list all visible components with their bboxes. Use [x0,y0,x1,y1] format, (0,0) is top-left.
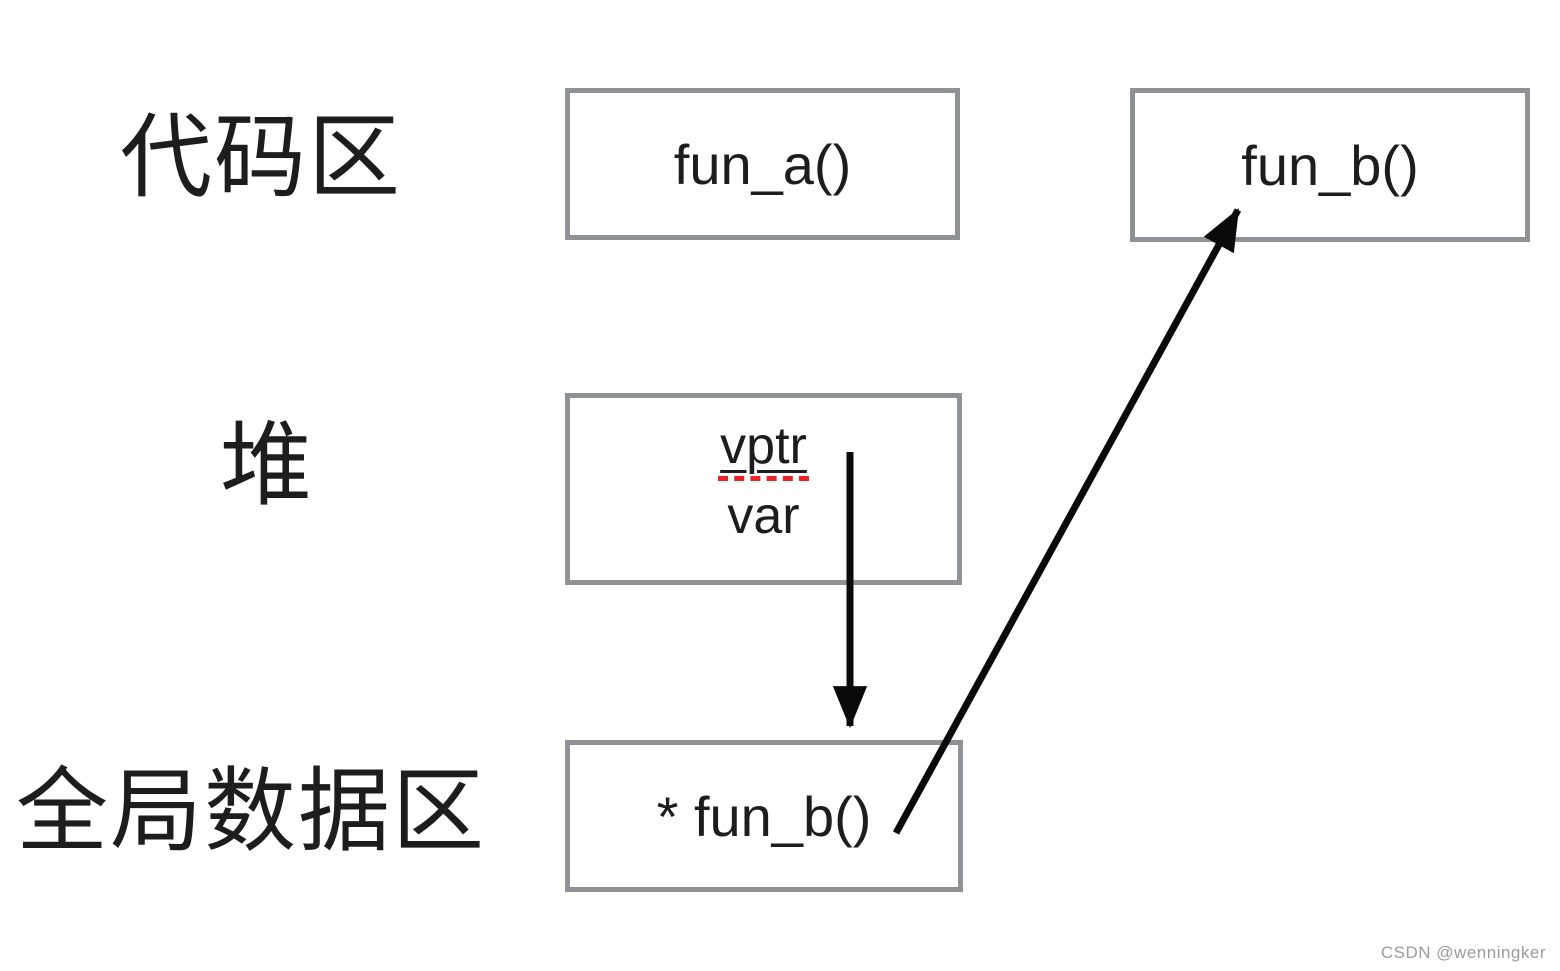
label-heap: 堆 [220,415,315,517]
vptr-field: vptr [718,420,809,481]
box-fun-b: fun_b() [1130,88,1530,242]
fun-a-label: fun_a() [673,132,852,196]
var-field: var [727,487,800,545]
vptr-row: vptr [718,416,809,481]
box-fun-b-pointer: * fun_b() [565,740,963,892]
fun-b-pointer-label: * fun_b() [656,784,872,848]
box-fun-a: fun_a() [565,88,960,240]
box-heap-object: vptr var [565,393,962,585]
watermark: CSDN @wenningker [1380,943,1546,962]
label-code-area: 代码区 [120,107,403,209]
fun-b-label: fun_b() [1241,133,1419,197]
label-global-data-area: 全局数据区 [16,761,487,863]
